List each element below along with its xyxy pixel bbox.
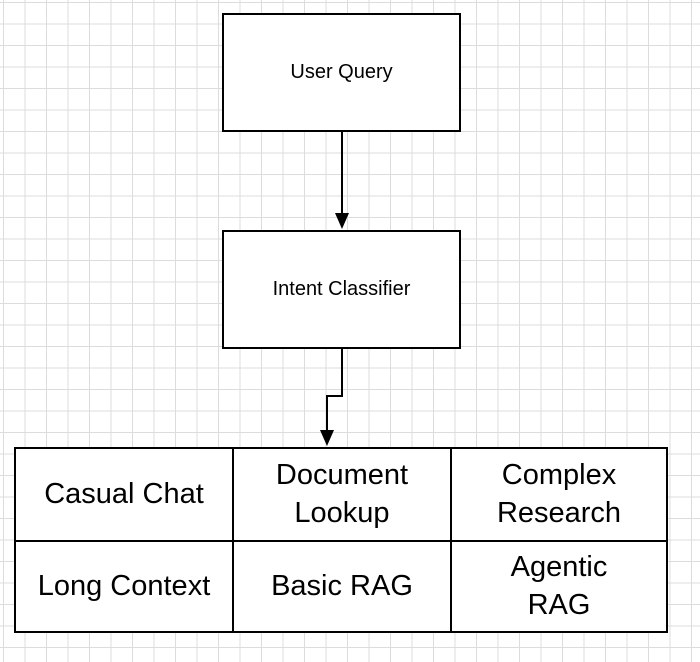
category-label: Long Context [37,569,211,602]
edge-intent-classifier-to-categories [320,349,343,446]
category-table: Casual Chat Document Lookup Complex Rese… [14,447,668,633]
category-cell-casual-chat: Casual Chat [16,449,234,542]
category-label: Complex Research [496,458,622,529]
category-label: Basic RAG [271,569,413,602]
category-cell-complex-research: Complex Research [452,449,666,542]
edge-user-query-to-intent-classifier [335,132,349,229]
intent-classifier-node: Intent Classifier [222,230,461,349]
user-query-node: User Query [222,13,461,132]
category-label: Agentic RAG [510,550,608,621]
category-label: Casual Chat [44,477,204,510]
category-cell-basic-rag: Basic RAG [234,542,452,631]
category-cell-agentic-rag: Agentic RAG [452,542,666,631]
category-cell-document-lookup: Document Lookup [234,449,452,542]
user-query-label: User Query [290,61,393,83]
arrowhead-icon [335,213,349,229]
arrowhead-icon [320,430,334,446]
intent-classifier-label: Intent Classifier [272,278,411,300]
category-label: Document Lookup [275,458,409,529]
category-cell-long-context: Long Context [16,542,234,631]
